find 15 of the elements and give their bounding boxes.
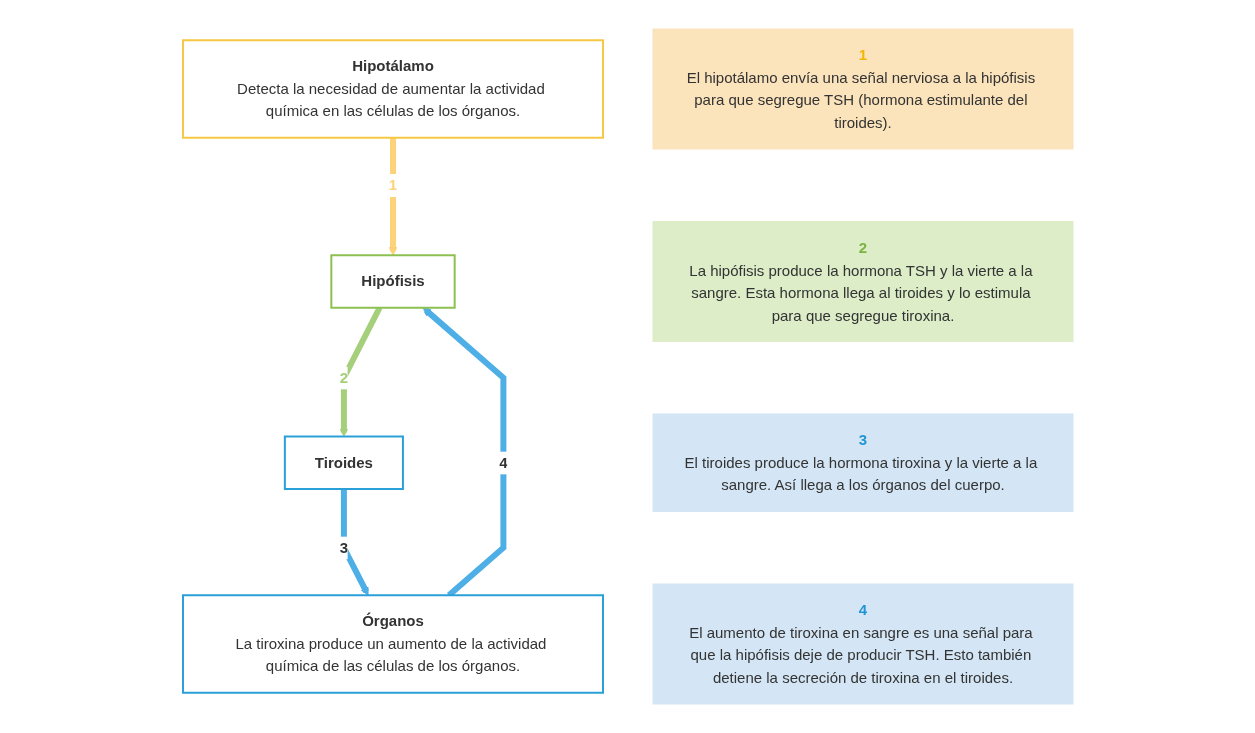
node-box: Hipófisis	[329, 254, 456, 309]
node-box: 1 El hipotálamo envía una señal nerviosa a la hipófisis para que segregue TSH (hormona estimulante del tiroides).	[652, 28, 1073, 150]
edge-label: 1	[388, 176, 397, 193]
edge-label: 4	[498, 453, 508, 471]
node-box: 3 El tiroides produce la hormona tiroxina y la vierte a la sangre. Así llega a los órganos del cuerpo.	[652, 413, 1073, 512]
arrow	[339, 306, 382, 437]
node-box: Tiroides	[283, 435, 404, 490]
arrow	[388, 137, 397, 256]
arrow	[340, 489, 369, 596]
node-box: Órganos La tiroxina produce un aumento de la actividad química de las células de los órganos.	[181, 594, 604, 694]
edge-label: 3	[339, 538, 348, 556]
edge-label: 2	[339, 368, 348, 386]
node-box: 4 El aumento de tiroxina en sangre es una señal para que la hipófisis deje de producir TSH. Esto también detiene la secreción de tiroxina en el tiroides.	[652, 583, 1073, 705]
node-box: Hipotálamo Detecta la necesidad de aumentar la actividad química en las células de los órganos.	[181, 39, 604, 139]
node-box: 2 La hipófisis produce la hormona TSH y la vierte a la sangre. Esta hormona llega al tiroides y lo estimula para que segregue tiroxina.	[652, 221, 1073, 342]
